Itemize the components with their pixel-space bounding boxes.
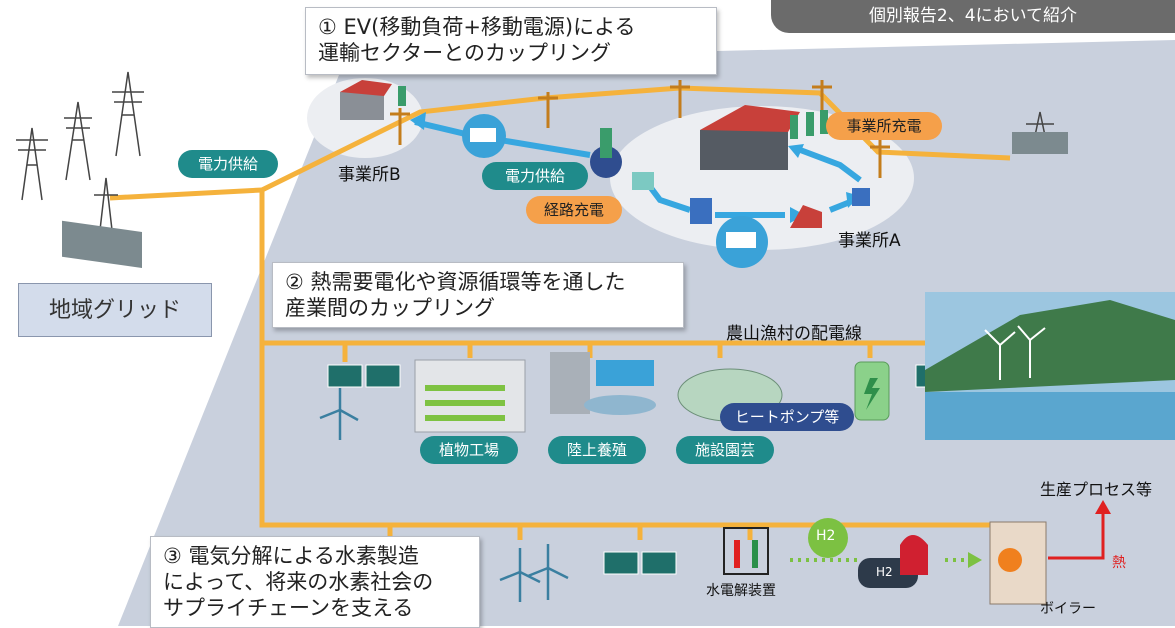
- office-a-label: 事業所A: [838, 231, 901, 251]
- greenhouse-pill: 施設園芸: [676, 436, 774, 464]
- header-note: 個別報告2、4において紹介: [771, 0, 1175, 33]
- aquaculture-tank-icon: [550, 352, 590, 414]
- wind-turbine-icon: [319, 388, 569, 602]
- plant-rows-icon: [425, 385, 505, 421]
- power-supply-pill-left: 電力供給: [178, 150, 278, 178]
- heat-arrow-head: [1095, 500, 1111, 514]
- route-building-icon: [690, 198, 712, 224]
- electrolyzer-label: 水電解装置: [706, 583, 776, 599]
- callout-hydrogen-line3: サプライチェーンを支える: [163, 596, 414, 620]
- office-a-platform: [610, 106, 914, 250]
- h2-badge-icon: [808, 518, 848, 558]
- rural-distribution-line-label: 農山漁村の配電線: [726, 324, 862, 344]
- route-building-icon: [852, 188, 870, 206]
- heat-label: 熱: [1112, 555, 1126, 571]
- aquaculture-pool-icon: [596, 360, 654, 386]
- route-building-icon: [790, 205, 822, 228]
- flame-icon: [998, 548, 1022, 572]
- route-charging-pill: 経路充電: [526, 196, 622, 224]
- charger-icon: [590, 146, 622, 178]
- office-a-building-icon: [700, 105, 828, 170]
- route-building-icon: [632, 172, 654, 190]
- plant-factory-icon: [414, 359, 526, 433]
- substation-icon: [62, 220, 142, 268]
- callout-ev-coupling: ① EV(移動負荷+移動電源)による 運輸セクターとのカップリング: [305, 7, 717, 75]
- callout-heat-coupling: ② 熱需要電化や資源循環等を通した 産業間のカップリング: [272, 262, 684, 328]
- arrow-heads: [410, 112, 860, 223]
- hydrogen-arrow-head: [968, 552, 982, 568]
- regional-grid-label: 地域グリッド: [18, 283, 212, 337]
- coastal-sea: [925, 392, 1175, 440]
- electrolyzer-icon: [723, 527, 769, 575]
- electrode-green: [752, 540, 758, 568]
- substation-icon-right: [1012, 132, 1068, 154]
- coastal-hill: [925, 300, 1175, 392]
- h2-tank-label: H2: [876, 565, 893, 579]
- heat-arrow: [1048, 512, 1105, 560]
- callout-heat-line2: 産業間のカップリング: [285, 296, 495, 320]
- callout-heat-line1: ② 熱需要電化や資源循環等を通した: [285, 270, 626, 294]
- boiler-label: ボイラー: [1040, 601, 1096, 617]
- fish-icon: [584, 395, 656, 415]
- plant-factory-pill: 植物工場: [420, 436, 518, 464]
- land-aquaculture-pill: 陸上養殖: [548, 436, 646, 464]
- production-process-label: 生産プロセス等: [1040, 480, 1153, 499]
- electrode-red: [734, 540, 740, 568]
- callout-ev-line1: ① EV(移動負荷+移動電源)による: [318, 15, 636, 39]
- h2-badge-label: H2: [816, 528, 836, 544]
- heat-pump-pill: ヒートポンプ等: [720, 403, 854, 431]
- callout-hydrogen-line1: ③ 電気分解による水素製造: [163, 544, 419, 568]
- callout-hydrogen: ③ 電気分解による水素製造 によって、将来の水素社会の サプライチェーンを支える: [150, 536, 480, 628]
- callout-hydrogen-line2: によって、将来の水素社会の: [163, 570, 434, 594]
- office-b-building-icon: [340, 80, 406, 120]
- battery-bolt-icon: [864, 378, 880, 410]
- callout-ev-line2: 運輸セクターとのカップリング: [318, 41, 611, 65]
- power-supply-pill-center: 電力供給: [482, 162, 588, 190]
- office-b-label: 事業所B: [338, 165, 401, 185]
- offshore-wind-icon: [984, 325, 1046, 380]
- gas-tank-icon: [900, 535, 928, 575]
- transmission-tower-icon: [16, 71, 1054, 231]
- office-charging-pill: 事業所充電: [826, 112, 942, 140]
